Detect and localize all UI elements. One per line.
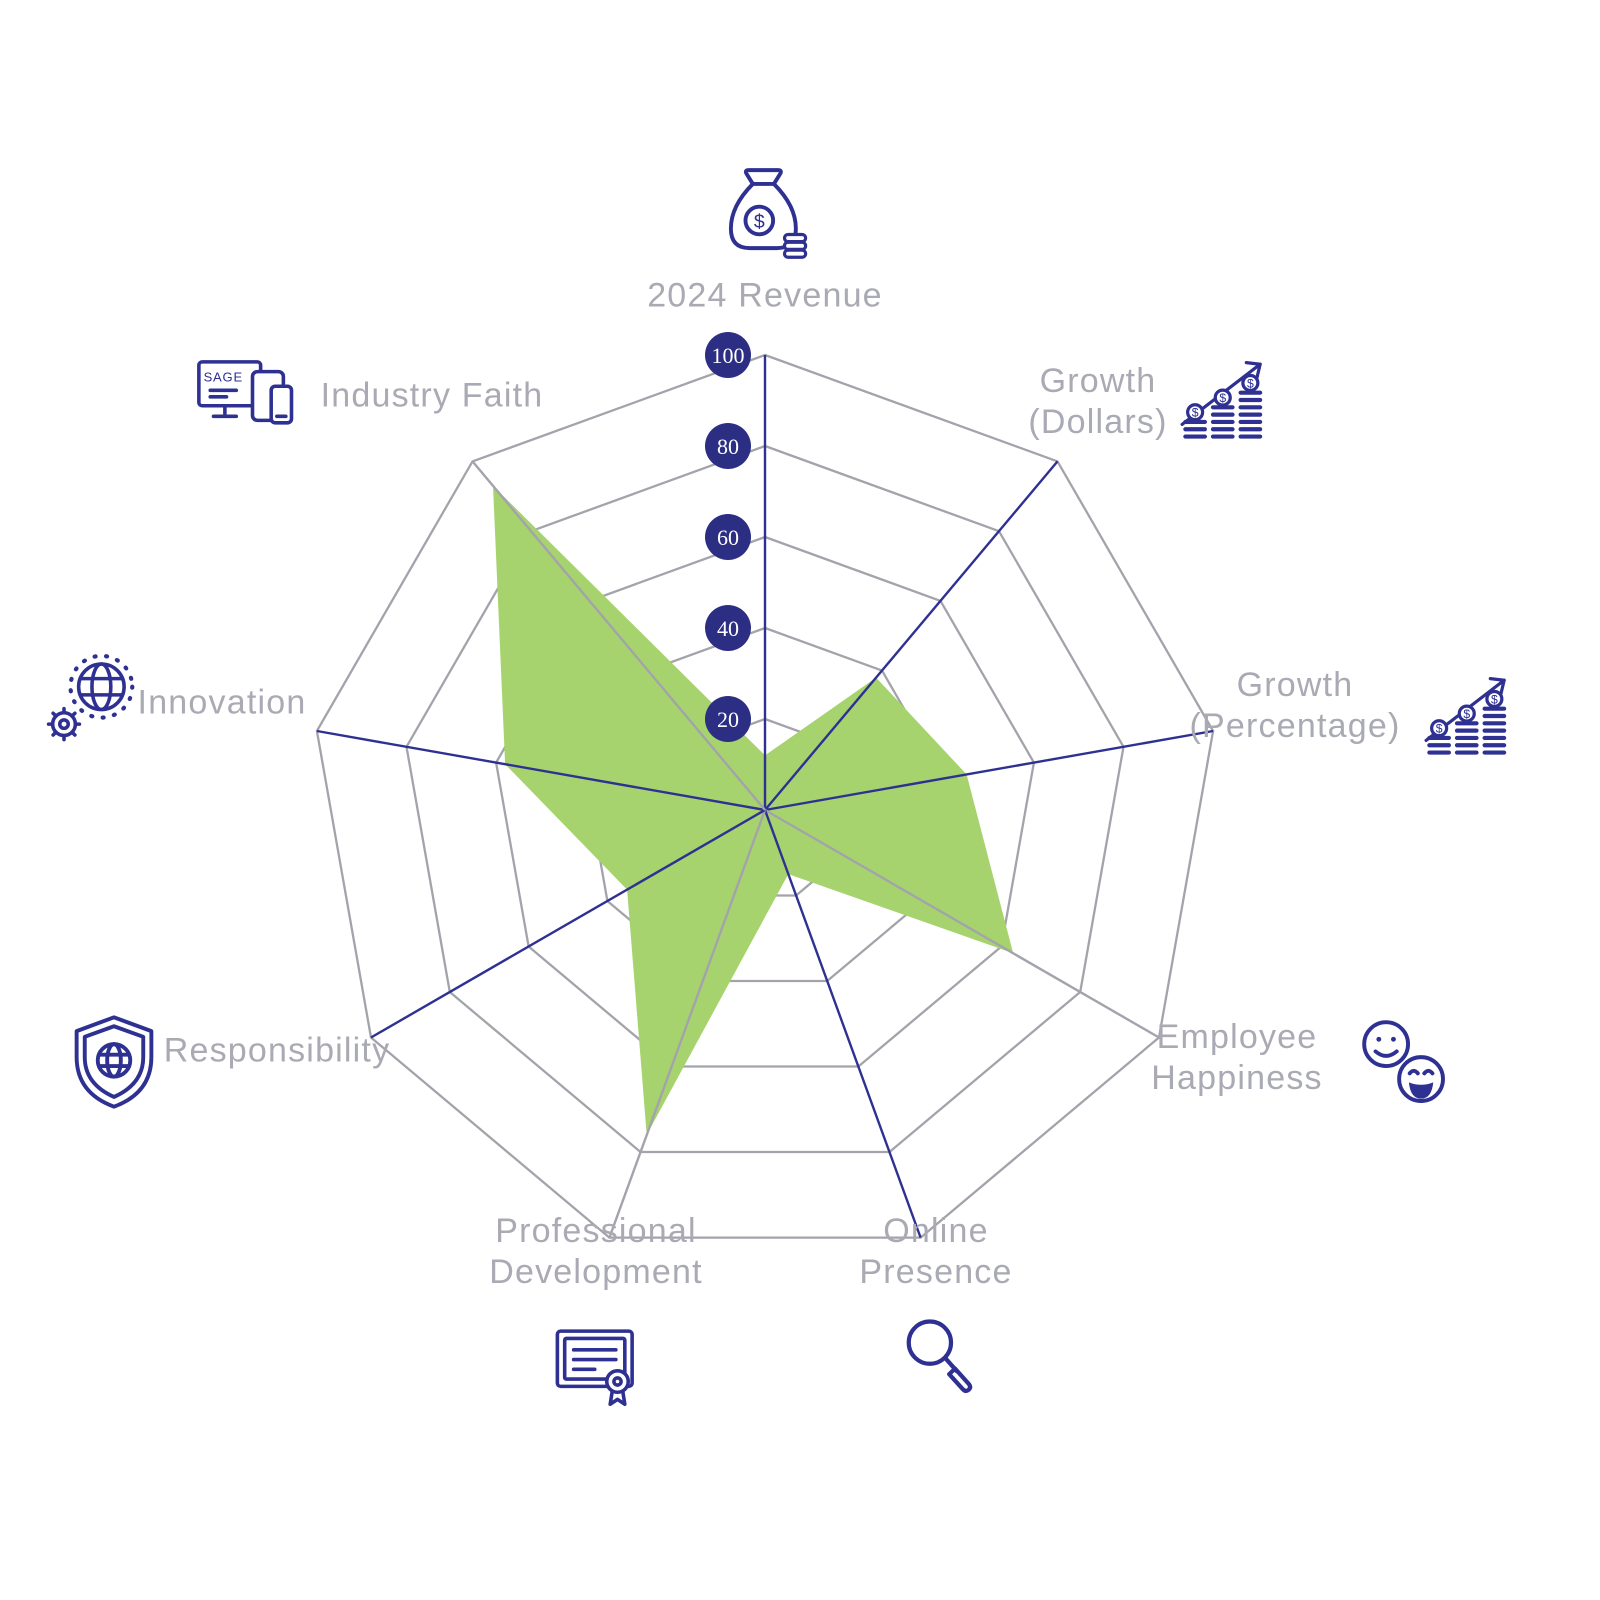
grid-ring-100 bbox=[315, 353, 1215, 1239]
scale-bubble-20 bbox=[705, 696, 751, 742]
scale-bubble-value: 80 bbox=[717, 434, 739, 459]
scale-bubble-value: 40 bbox=[717, 616, 739, 641]
magnifier-icon bbox=[886, 1302, 990, 1406]
axis-label-line: Responsibility bbox=[163, 1031, 391, 1070]
axis-label-industry-faith: Industry Faith bbox=[321, 376, 544, 417]
scale-bubble-value: 100 bbox=[712, 343, 745, 368]
axis-label-line: Innovation bbox=[137, 683, 307, 722]
scale-bubble-value: 20 bbox=[717, 707, 739, 732]
svg-text:$: $ bbox=[1491, 692, 1498, 706]
axis-label-line: Happiness bbox=[1151, 1059, 1323, 1097]
data-polygon bbox=[493, 485, 1014, 1135]
axis-label-line: Growth bbox=[1236, 666, 1354, 704]
axis-label-line: Development bbox=[489, 1253, 703, 1291]
svg-text:$: $ bbox=[1219, 391, 1226, 405]
axis-label-2024-revenue: 2024 Revenue bbox=[647, 276, 883, 317]
grid-ring-80 bbox=[405, 444, 1125, 1154]
scale-bubble-40 bbox=[705, 605, 751, 651]
axis-label-line: (Dollars) bbox=[1028, 403, 1168, 441]
axis-label-line: Employee bbox=[1156, 1018, 1318, 1056]
axis-spoke-online-presence bbox=[763, 809, 922, 1239]
scale-bubble-80 bbox=[705, 423, 751, 469]
axis-label-innovation: Innovation bbox=[138, 683, 307, 724]
axis-spoke-growth-dollars bbox=[764, 460, 1059, 811]
axis-spoke-responsibility bbox=[370, 808, 766, 1039]
svg-text:$: $ bbox=[1463, 707, 1470, 721]
axis-label-line: 2024 Revenue bbox=[647, 276, 883, 315]
svg-text:$: $ bbox=[1436, 722, 1443, 736]
axis-label-line: Growth bbox=[1039, 362, 1157, 400]
axis-spoke-industry-faith bbox=[471, 460, 766, 811]
coin-stack-growth-icon: $ $ $ bbox=[1174, 348, 1278, 452]
globe-gear-icon bbox=[38, 651, 142, 755]
smiley-faces-icon bbox=[1352, 1010, 1456, 1114]
axis-spoke-innovation bbox=[316, 729, 766, 812]
axis-spoke-employee-happiness bbox=[764, 808, 1160, 1039]
certificate-icon bbox=[546, 1310, 650, 1414]
scale-bubble-100 bbox=[705, 332, 751, 378]
axis-label-growth-percentage: Growth(Percentage) bbox=[1190, 665, 1401, 747]
axis-label-line: Online bbox=[883, 1212, 989, 1250]
devices-icon: SAGE bbox=[194, 344, 298, 448]
shield-globe-icon bbox=[62, 1010, 166, 1114]
money-bag-icon: $ bbox=[713, 162, 817, 266]
axis-label-growth-dollars: Growth(Dollars) bbox=[1028, 361, 1167, 443]
axis-spoke-growth-percentage bbox=[764, 729, 1214, 812]
svg-text:SAGE: SAGE bbox=[204, 369, 243, 384]
coin-stack-growth-icon: $ $ $ bbox=[1418, 664, 1522, 768]
axis-label-line: Industry Faith bbox=[320, 376, 544, 415]
axis-label-line: Presence bbox=[859, 1253, 1013, 1291]
scale-bubble-value: 60 bbox=[717, 525, 739, 550]
axis-spoke-professional-development bbox=[608, 809, 767, 1239]
axis-label-responsibility: Responsibility bbox=[164, 1031, 391, 1072]
svg-text:$: $ bbox=[1192, 406, 1199, 420]
axis-label-line: Professional bbox=[495, 1212, 697, 1250]
scale-bubble-60 bbox=[705, 514, 751, 560]
svg-text:$: $ bbox=[1247, 376, 1254, 390]
axis-label-line: (Percentage) bbox=[1189, 707, 1401, 745]
svg-text:$: $ bbox=[754, 211, 765, 233]
